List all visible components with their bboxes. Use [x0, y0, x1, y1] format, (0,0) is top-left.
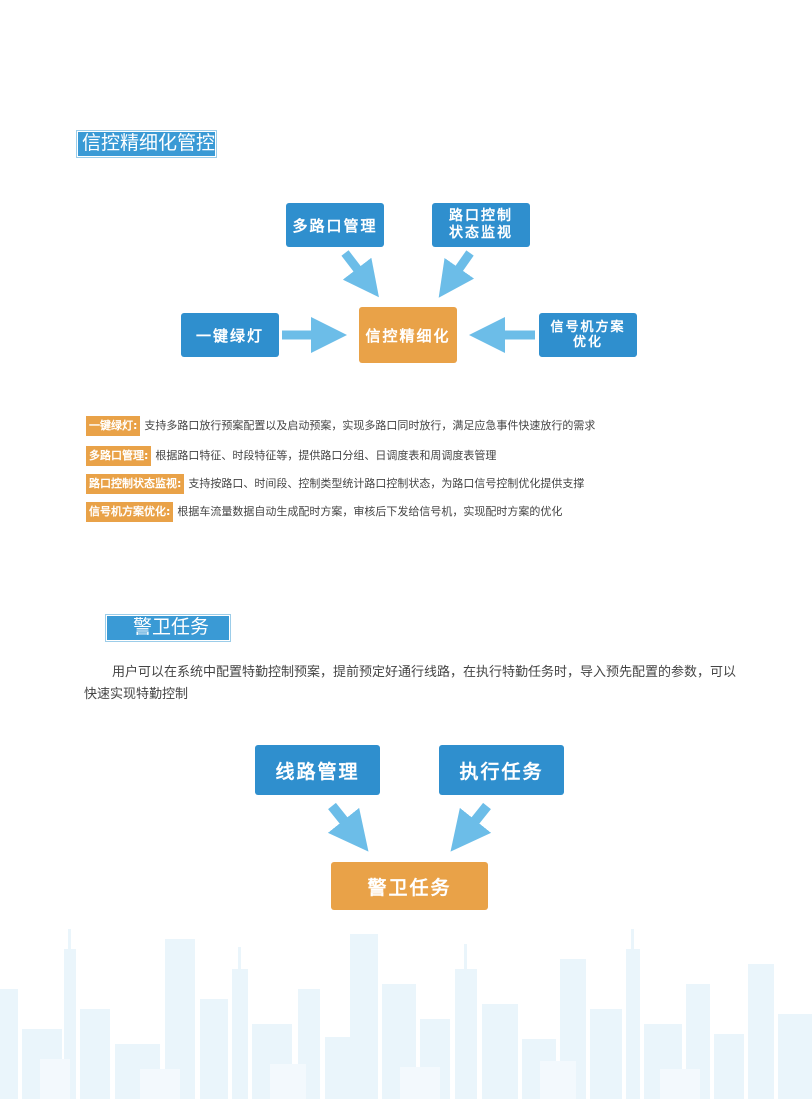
node-intersection-monitor: 路口控制 状态监视	[432, 203, 530, 247]
description-text: 根据车流量数据自动生成配时方案，审核后下发给信号机，实现配时方案的优化	[177, 505, 563, 518]
node-one-key-green: 一键绿灯	[181, 313, 279, 357]
description-intersection-monitor: 路口控制状态监视: 支持按路口、时间段、控制类型统计路口控制状态，为路口信号控制…	[86, 474, 584, 494]
node-execute-task: 执行任务	[439, 745, 564, 795]
description-signal-plan: 信号机方案优化: 根据车流量数据自动生成配时方案，审核后下发给信号机，实现配时方…	[86, 502, 562, 522]
section-title-signal-control: 信控精细化管控	[76, 130, 217, 158]
arrow-icon	[282, 250, 535, 353]
description-text: 根据路口特征、时段特征等，提供路口分组、日调度表和周调度表管理	[155, 449, 497, 462]
node-route-management: 线路管理	[255, 745, 380, 795]
node-signal-refinement: 信控精细化	[359, 307, 457, 363]
node-signal-plan-optimize: 信号机方案 优化	[539, 313, 637, 357]
node-multi-intersection: 多路口管理	[286, 203, 384, 247]
description-label: 路口控制状态监视:	[86, 474, 185, 494]
description-text: 支持多路口放行预案配置以及启动预案，实现多路口同时放行，满足应急事件快速放行的需…	[144, 419, 596, 432]
description-label: 一键绿灯:	[86, 416, 141, 436]
description-one-key-green: 一键绿灯: 支持多路口放行预案配置以及启动预案，实现多路口同时放行，满足应急事件…	[86, 416, 595, 436]
description-label: 多路口管理:	[86, 446, 152, 466]
node-guard-task: 警卫任务	[331, 862, 488, 910]
section-title-guard-task: 警卫任务	[105, 614, 231, 642]
city-skyline-background	[0, 929, 812, 1099]
description-multi-intersection: 多路口管理: 根据路口特征、时段特征等，提供路口分组、日调度表和周调度表管理	[86, 446, 496, 466]
arrow-icon	[327, 802, 492, 852]
description-label: 信号机方案优化:	[86, 502, 174, 522]
guard-task-paragraph: 用户可以在系统中配置特勤控制预案，提前预定好通行线路，在执行特勤任务时，导入预先…	[84, 665, 737, 702]
description-text: 支持按路口、时间段、控制类型统计路口控制状态，为路口信号控制优化提供支撑	[188, 477, 585, 490]
